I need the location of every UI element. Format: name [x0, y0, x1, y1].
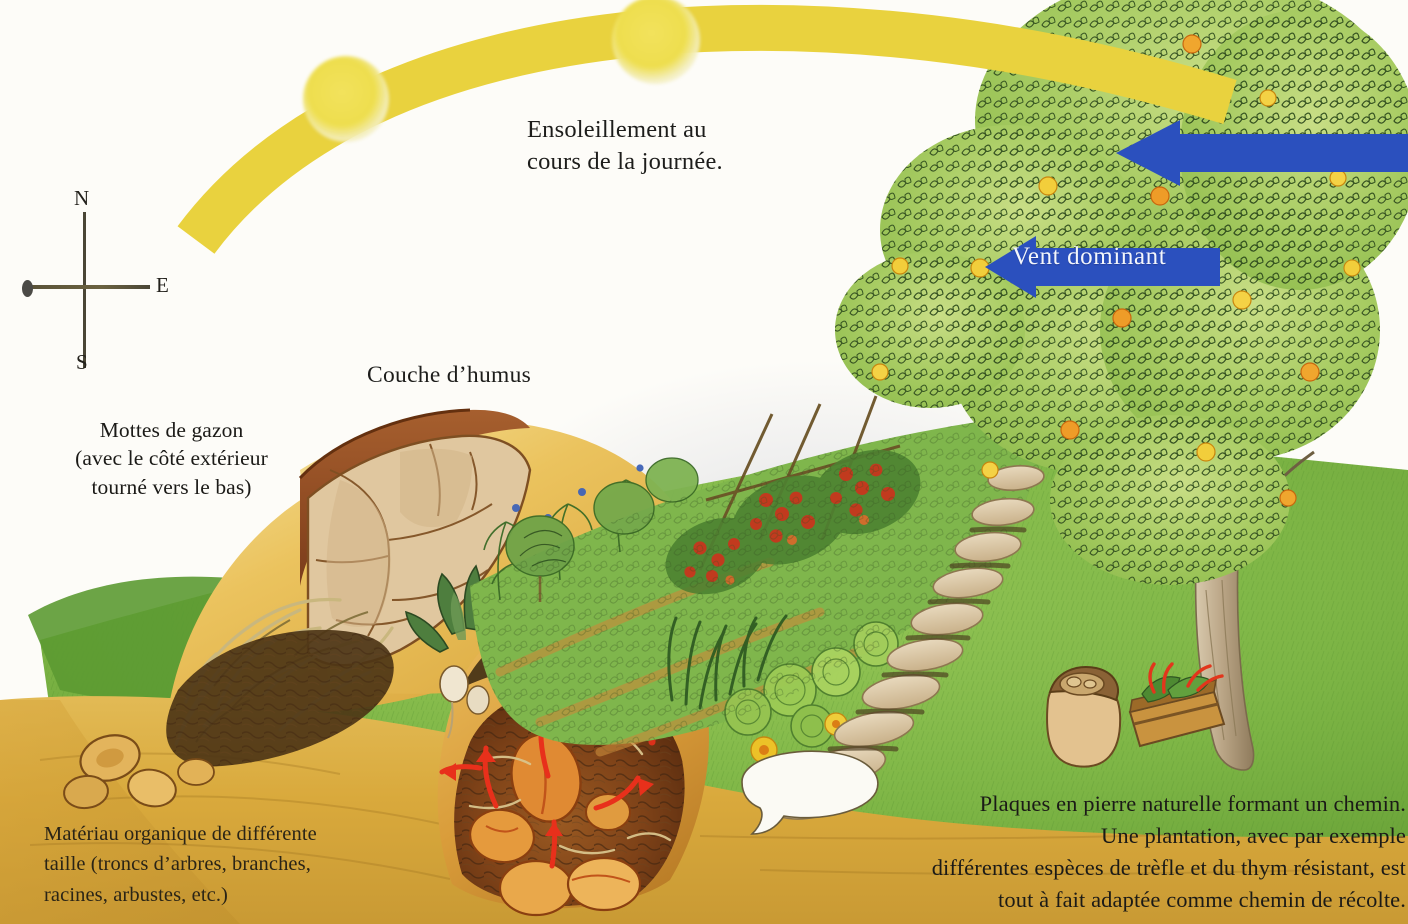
compass-label-south: S	[76, 350, 88, 374]
compass-axis-horizontal	[30, 285, 150, 289]
caption-sod-blocks: Mottes de gazon (avec le côté extérieur …	[75, 418, 268, 499]
caption-stone-path: Plaques en pierre naturelle formant un c…	[931, 791, 1406, 912]
compass-axis-vertical	[83, 212, 86, 368]
wind-direction-label: Vent dominant	[1012, 243, 1167, 270]
caption-humus-layer: Couche d’humus	[367, 362, 532, 388]
compass-west-marker	[22, 280, 33, 297]
compass-label-north: N	[74, 186, 90, 210]
compass-rose: N E S	[8, 186, 178, 390]
wind-arrow-upper	[1110, 120, 1408, 186]
wind-arrow-lower	[980, 236, 1220, 298]
compass-label-east: E	[156, 273, 169, 297]
caption-organic-material: Matériau organique de différente taille …	[44, 823, 317, 906]
sun-disc-midday	[612, 0, 700, 84]
page-bleed-ghost-text	[1395, 430, 1400, 450]
caption-sunlight: Ensoleillement au cours de la journée.	[527, 116, 723, 176]
sun-disc-morning	[303, 56, 389, 142]
